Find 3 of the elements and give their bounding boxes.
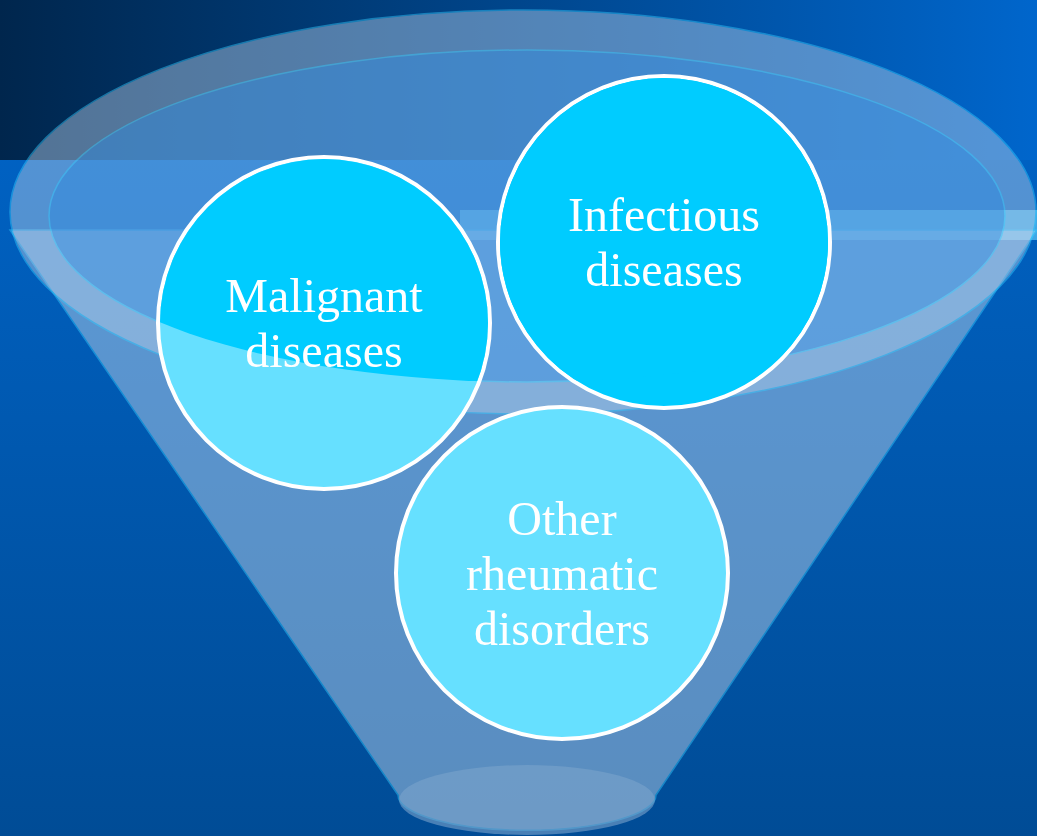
node-label: Malignant diseases [224, 268, 424, 378]
node-label: Infectious diseases [567, 187, 761, 297]
node-label: Other rheumatic disorders [465, 490, 659, 656]
